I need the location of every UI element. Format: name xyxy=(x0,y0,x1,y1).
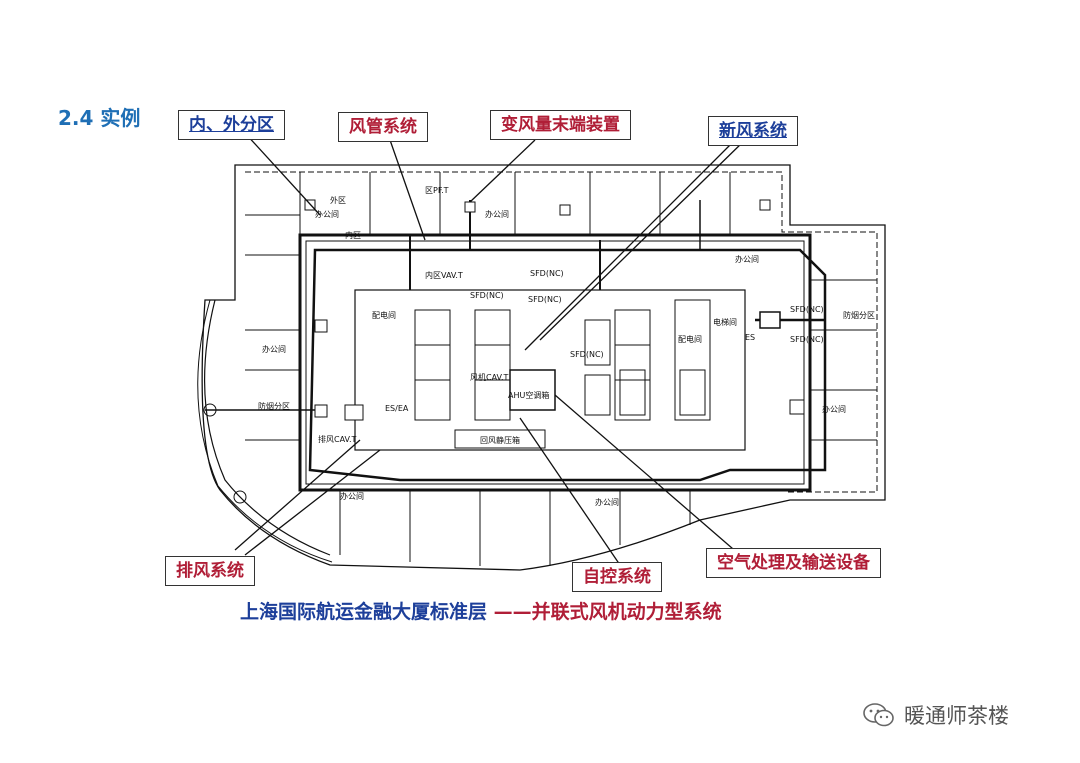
label-fan-compressor: 回风静压箱 xyxy=(480,435,520,445)
callout-duct-system: 风管系统 xyxy=(338,112,428,142)
caption-title: 上海国际航运金融大厦标准层 xyxy=(240,601,488,623)
callout-inner-outer-zone: 内、外分区 xyxy=(178,110,285,140)
supply-duct-loop xyxy=(308,248,827,482)
watermark-text: 暖通师茶楼 xyxy=(904,704,1009,728)
label-office-top: 办公间 xyxy=(485,209,509,219)
diagram-caption: 上海国际航运金融大厦标准层 ——并联式风机动力型系统 xyxy=(240,597,722,624)
callout-air-handling: 空气处理及输送设备 xyxy=(706,548,881,578)
label-es: ES xyxy=(745,333,755,342)
label-sfd-3: SFD(NC) xyxy=(528,295,562,304)
label-elec-1: 配电间 xyxy=(372,310,396,320)
label-elec-room: 电梯间 xyxy=(713,317,737,327)
label-ahu: AHU空调箱 xyxy=(508,390,549,400)
callout-auto-control: 自控系统 xyxy=(572,562,662,592)
building-outline xyxy=(201,164,886,571)
wechat-icon xyxy=(863,703,894,727)
label-office-b: 办公间 xyxy=(340,491,364,501)
watermark: 暖通师茶楼 xyxy=(862,700,1009,730)
label-sfd-4: SFD(NC) xyxy=(570,350,604,359)
label-inner-vav: 内区VAV.T xyxy=(425,270,463,280)
callout-vav-terminal: 变风量末端装置 xyxy=(490,110,631,140)
label-office-l: 办公间 xyxy=(262,344,286,354)
label-sfd-6: SFD(NC) xyxy=(790,335,824,344)
label-office-tl: 办公间 xyxy=(315,209,339,219)
label-sfd-1: SFD(NC) xyxy=(530,269,564,278)
core-area xyxy=(354,289,746,451)
label-zone-pft: 区PF.T xyxy=(425,186,449,195)
label-sfd-2: SFD(NC) xyxy=(470,291,504,300)
label-exhaust-cab: 排风CAV.T xyxy=(318,434,357,444)
label-office-r: 办公间 xyxy=(822,404,846,414)
label-fan-box: 风机CAV.T xyxy=(470,372,509,382)
label-sfd-5: SFD(NC) xyxy=(790,305,824,314)
label-es-ea: ES/EA xyxy=(385,404,409,413)
callout-fresh-air: 新风系统 xyxy=(708,116,798,146)
label-inner-zone: 内区 xyxy=(345,230,361,240)
caption-subtitle: ——并联式风机动力型系统 xyxy=(493,601,722,623)
label-fire-zone-l: 防烟分区 xyxy=(258,401,290,411)
label-office-br: 办公间 xyxy=(595,497,619,507)
label-office-tr: 办公间 xyxy=(735,254,759,264)
label-elec-2: 配电间 xyxy=(678,334,702,344)
label-outer-zone: 外区 xyxy=(330,195,346,205)
callout-exhaust-system: 排风系统 xyxy=(165,556,255,586)
section-heading: 2.4 实例 xyxy=(58,106,141,130)
label-fire-zone-r: 防烟分区 xyxy=(843,310,875,320)
